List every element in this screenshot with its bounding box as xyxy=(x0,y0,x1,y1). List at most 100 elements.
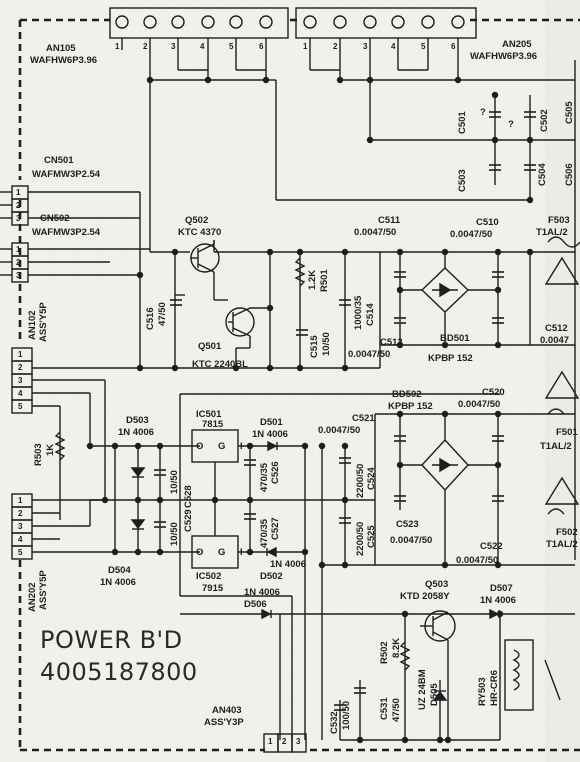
ic501-part: 7815 xyxy=(202,419,224,430)
an202-pin-1: 1 xyxy=(18,496,23,505)
c521-value: 0.0047/50 xyxy=(318,425,361,436)
q503-part: KTD 2058Y xyxy=(400,591,450,602)
r501-value: 1.2K xyxy=(307,269,318,290)
an403-pin-2: 2 xyxy=(282,737,287,746)
d507-part: 1N 4006 xyxy=(480,595,516,606)
an202-pin-2: 2 xyxy=(18,509,23,518)
cn502-part: WAFMW3P2.54 xyxy=(32,227,101,238)
c501-ref: C501 xyxy=(457,111,468,134)
cn501-pin-3: 3 xyxy=(16,214,21,223)
ic501-pins: O G I xyxy=(196,441,249,452)
r502-value: 8.2K xyxy=(391,637,402,658)
an403-ref: AN403 xyxy=(212,705,242,716)
c531-ref: C531 xyxy=(379,697,390,720)
c524-value: 2200/50 xyxy=(355,463,366,498)
c527-ref: C527 xyxy=(270,517,281,540)
an105-pin-1: 1 xyxy=(115,42,120,51)
c515-ref: C515 xyxy=(309,335,320,358)
an205-pin-6: 6 xyxy=(451,42,456,51)
an202-pin-4: 4 xyxy=(18,535,23,544)
r503-ref: R503 xyxy=(33,443,44,466)
c520-ref: C520 xyxy=(482,387,505,398)
cn502-pin-1: 1 xyxy=(16,245,21,254)
d506-ref: D506 xyxy=(244,599,267,610)
c513-value: 0.0047/50 xyxy=(348,349,391,360)
an205-pin-3: 3 xyxy=(363,42,368,51)
c521-ref: C521 xyxy=(352,413,375,424)
an205-pin-1: 1 xyxy=(303,42,308,51)
f503-value: T1AL/2 xyxy=(536,227,568,238)
cn502-ref: CN502 xyxy=(40,213,70,224)
r502-ref: R502 xyxy=(379,641,390,664)
d505-part: UZ 24BM xyxy=(417,669,428,710)
an102-part: ASS'Y5P xyxy=(38,302,49,342)
an202-pin-5: 5 xyxy=(18,548,23,557)
cn502-pin-3: 3 xyxy=(16,271,21,280)
c506-ref: C506 xyxy=(564,163,575,186)
c523-value: 0.0047/50 xyxy=(390,535,433,546)
d507-ref: D507 xyxy=(490,583,513,594)
d502-part: 1N 4006 xyxy=(270,559,306,570)
an102-pin-2: 2 xyxy=(18,363,23,372)
an202-ref: AN202 xyxy=(27,582,38,612)
f501-ref: F501 xyxy=(556,427,578,438)
c505-ref: C505 xyxy=(564,101,575,124)
an102-pin-4: 4 xyxy=(18,389,23,398)
connector-an105 xyxy=(109,7,289,39)
f502-ref: F502 xyxy=(556,527,578,538)
an205-pin-4: 4 xyxy=(391,42,396,51)
c532-ref: C532 xyxy=(329,711,340,734)
an102-pin-5: 5 xyxy=(18,402,23,411)
an105-pin-5: 5 xyxy=(229,42,234,51)
c522-ref: C522 xyxy=(480,541,503,552)
d502-ref: D502 xyxy=(260,571,283,582)
an202-pin-3: 3 xyxy=(18,522,23,531)
c504-ref: C504 xyxy=(537,163,548,186)
c520-value: 0.0047/50 xyxy=(458,399,501,410)
c511-ref: C511 xyxy=(378,215,401,226)
q501-ref: Q501 xyxy=(198,341,222,352)
q502-ref: Q502 xyxy=(185,215,209,226)
bd501-part: KPBP 152 xyxy=(428,353,473,364)
c529-value: 10/50 xyxy=(169,522,180,546)
r503-value: 1K xyxy=(45,443,56,456)
cn501-pin-2: 2 xyxy=(16,201,21,210)
c515-value: 10/50 xyxy=(321,332,332,356)
c514-ref: C514 xyxy=(365,303,376,326)
c529-ref: C529 xyxy=(183,509,194,532)
an105-ref: AN105 xyxy=(46,43,76,54)
an105-pin-6: 6 xyxy=(259,42,264,51)
cn501-ref: CN501 xyxy=(44,155,74,166)
an105-pin-2: 2 xyxy=(143,42,148,51)
board-part-number: 4005187800 xyxy=(40,658,198,686)
c523-ref: C523 xyxy=(396,519,419,530)
c513-ref: C513 xyxy=(380,337,403,348)
c526-ref: C526 xyxy=(270,461,281,484)
f501-value: T1AL/2 xyxy=(540,441,572,452)
q502-part: KTC 4370 xyxy=(178,227,222,238)
bd501-ref: BD501 xyxy=(440,333,470,344)
c510-value: 0.0047/50 xyxy=(450,229,493,240)
an403-pin-1: 1 xyxy=(268,737,273,746)
r501-ref: R501 xyxy=(319,269,330,292)
c525-value: 2200/50 xyxy=(355,521,366,556)
c525-ref: C525 xyxy=(366,525,377,548)
c516-ref: C516 xyxy=(145,307,156,330)
c532-value: 100/50 xyxy=(341,700,352,730)
f502-value: T1AL/2 xyxy=(546,539,578,550)
d504-ref: D504 xyxy=(108,565,131,576)
ic502-pins: O G I xyxy=(196,547,249,558)
bd502-ref: BD502 xyxy=(392,389,422,400)
c524-ref: C524 xyxy=(366,467,377,490)
c527-value: 470/35 xyxy=(259,518,270,548)
ic502-part: 7915 xyxy=(202,583,224,594)
an205-part: WAFHW6P3.96 xyxy=(470,51,538,62)
c528-ref: C528 xyxy=(183,485,194,508)
board-title: POWER B'D xyxy=(40,626,183,654)
d503-part: 1N 4006 xyxy=(118,427,154,438)
an205-pin-5: 5 xyxy=(421,42,426,51)
c522-value: 0.0047/50 xyxy=(456,555,499,566)
q501-part: KTC 2240BL xyxy=(192,359,248,370)
cn502-pin-2: 2 xyxy=(16,258,21,267)
